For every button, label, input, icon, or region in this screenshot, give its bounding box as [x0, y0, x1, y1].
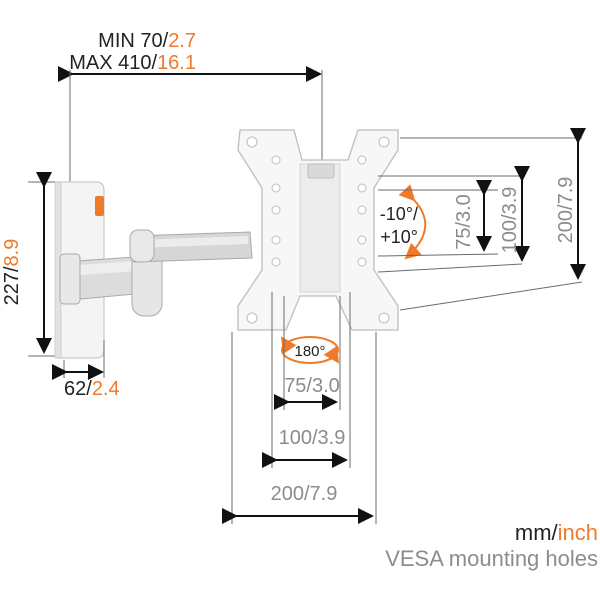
vesa-hole	[378, 136, 390, 148]
vertical-vesa-dimensions: 75/3.0 100/3.9 200/7.9	[377, 128, 586, 311]
vesa-hole	[271, 235, 281, 245]
vesa-hole	[378, 312, 390, 324]
vesa-hole	[357, 183, 367, 193]
swing-arms	[59, 229, 253, 317]
vesa-hole	[357, 155, 367, 165]
vesa-hole	[357, 235, 367, 245]
center-column	[299, 163, 341, 293]
lower-arm-bracket	[59, 253, 81, 305]
arm-top-cap	[129, 229, 155, 263]
vesa-hole	[246, 312, 258, 324]
v-ext-100-bottom	[377, 263, 523, 273]
tv-mounting-plate	[237, 129, 399, 331]
rotation-arrow-right	[323, 345, 340, 364]
vesa-hole	[357, 205, 367, 215]
plate-height-label: 227/8.9	[1, 239, 23, 306]
v-ext-75-bottom	[377, 253, 499, 257]
vesa-hole	[246, 136, 258, 148]
rotation-label: 180°	[294, 343, 325, 360]
v-label-75: 75/3.0	[453, 194, 475, 250]
vesa-caption: VESA mounting holes	[385, 546, 598, 571]
tilt-arc-arrow	[398, 184, 427, 260]
unit-legend: mm/inch	[515, 520, 598, 545]
top-latch	[307, 163, 335, 179]
max-distance-label: MAX 410/16.1	[69, 52, 196, 74]
lower-arm-highlight	[66, 260, 150, 276]
plate-depth-label: 62/2.4	[64, 378, 120, 400]
upper-arm-highlight	[134, 236, 248, 248]
h-label-100: 100/3.9	[279, 427, 346, 449]
v-ext-200-bottom	[399, 281, 583, 311]
orange-safety-clip	[95, 196, 104, 216]
tilt-plus-label: +10°	[380, 227, 418, 247]
top-dimension: MIN 70/2.7 MAX 410/16.1	[58, 30, 323, 182]
horizontal-vesa-dimensions: 75/3.0 100/3.9 200/7.9	[222, 292, 377, 524]
vesa-hole	[271, 257, 281, 267]
vesa-hole	[357, 257, 367, 267]
vesa-hole	[271, 155, 281, 165]
vesa-holes	[246, 136, 390, 324]
tilt-indicator: -10°/ +10°	[380, 184, 427, 260]
rotation-indicator: 180°	[280, 336, 340, 364]
legend: mm/inch VESA mounting holes	[385, 520, 598, 571]
vesa-hole	[271, 205, 281, 215]
h-label-75: 75/3.0	[284, 375, 340, 397]
h-label-200: 200/7.9	[271, 483, 338, 505]
tilt-minus-label: -10°/	[380, 204, 418, 224]
v-label-200: 200/7.9	[555, 177, 577, 244]
v-label-100: 100/3.9	[499, 187, 521, 254]
vesa-hole	[271, 183, 281, 193]
min-distance-label: MIN 70/2.7	[98, 30, 196, 52]
